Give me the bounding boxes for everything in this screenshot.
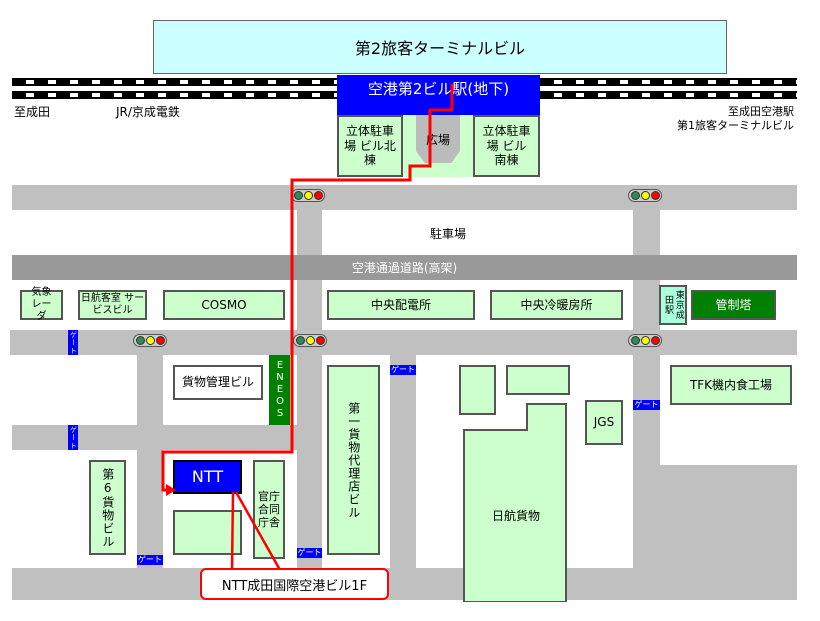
central-hvac: 中央冷暖房所 [490, 290, 623, 320]
traffic-light-icon [291, 189, 325, 202]
road [297, 280, 322, 330]
ntt-building: NTT [173, 460, 242, 494]
rail-name-label: JR/京成電鉄 [116, 105, 180, 119]
gate-sign: ゲート [68, 425, 78, 450]
jal-cargo-building [463, 403, 567, 602]
jal-cargo-label: 日航貨物 [492, 509, 541, 523]
cosmo: COSMO [163, 290, 285, 320]
keisei-station: 東京成田駅 [659, 285, 687, 325]
gate-sign: ゲート [390, 365, 416, 375]
building-unnamed [506, 365, 570, 395]
gate-sign: ゲート [68, 330, 78, 355]
rail-right-label-2: 第1旅客ターミナルビル [677, 119, 794, 132]
road [12, 568, 797, 600]
elevated-road: 空港通過道路(高架) [12, 255, 797, 280]
control-tower: 管制塔 [691, 290, 776, 320]
road [12, 425, 297, 450]
weather-radar: 気象レーダ [20, 287, 63, 322]
parking-label: 駐車場 [430, 227, 467, 241]
gate-sign: ゲート [137, 555, 163, 565]
jgs: JGS [585, 400, 623, 445]
station: 空港第2ビル駅(地下) [337, 75, 540, 115]
road [10, 330, 797, 355]
rail-right-label: 至成田空港駅 [728, 105, 794, 118]
terminal-2-building: 第2旅客ターミナルビル [153, 20, 727, 74]
government-building: 官庁合同庁舎 [253, 460, 285, 559]
plaza: 広場 [416, 115, 460, 163]
eneos: ENEOS [269, 355, 290, 425]
cargo-6-building: 第6貨物ビル [89, 460, 126, 555]
destination-callout: NTT成田国際空港ビル1F [200, 568, 389, 600]
road [297, 210, 322, 255]
rail-left-label: 至成田 [14, 105, 51, 119]
parking-north: 立体駐車場 ビル北棟 [337, 115, 403, 177]
building-unnamed [173, 510, 242, 555]
cargo-management: 貨物管理ビル [173, 365, 263, 400]
road [137, 355, 163, 570]
cargo-agent-building: 第一貨物代理店ビル [327, 365, 380, 555]
road [12, 185, 797, 210]
road [390, 355, 416, 570]
jal-cabin-service: 日航客室 サービスビル [78, 290, 147, 320]
traffic-light-icon [133, 334, 167, 347]
gate-sign: ゲート [297, 548, 322, 558]
parking-south: 立体駐車場 ビル南棟 [473, 115, 540, 177]
traffic-light-icon [293, 334, 327, 347]
building-unnamed [459, 365, 496, 415]
road [633, 280, 660, 330]
traffic-light-icon [628, 189, 662, 202]
tfk-catering: TFK機内食工場 [670, 365, 792, 405]
central-power: 中央配電所 [327, 290, 475, 320]
gate-sign: ゲート [633, 400, 660, 410]
road [297, 355, 322, 570]
road [633, 210, 660, 255]
traffic-light-icon [628, 334, 662, 347]
